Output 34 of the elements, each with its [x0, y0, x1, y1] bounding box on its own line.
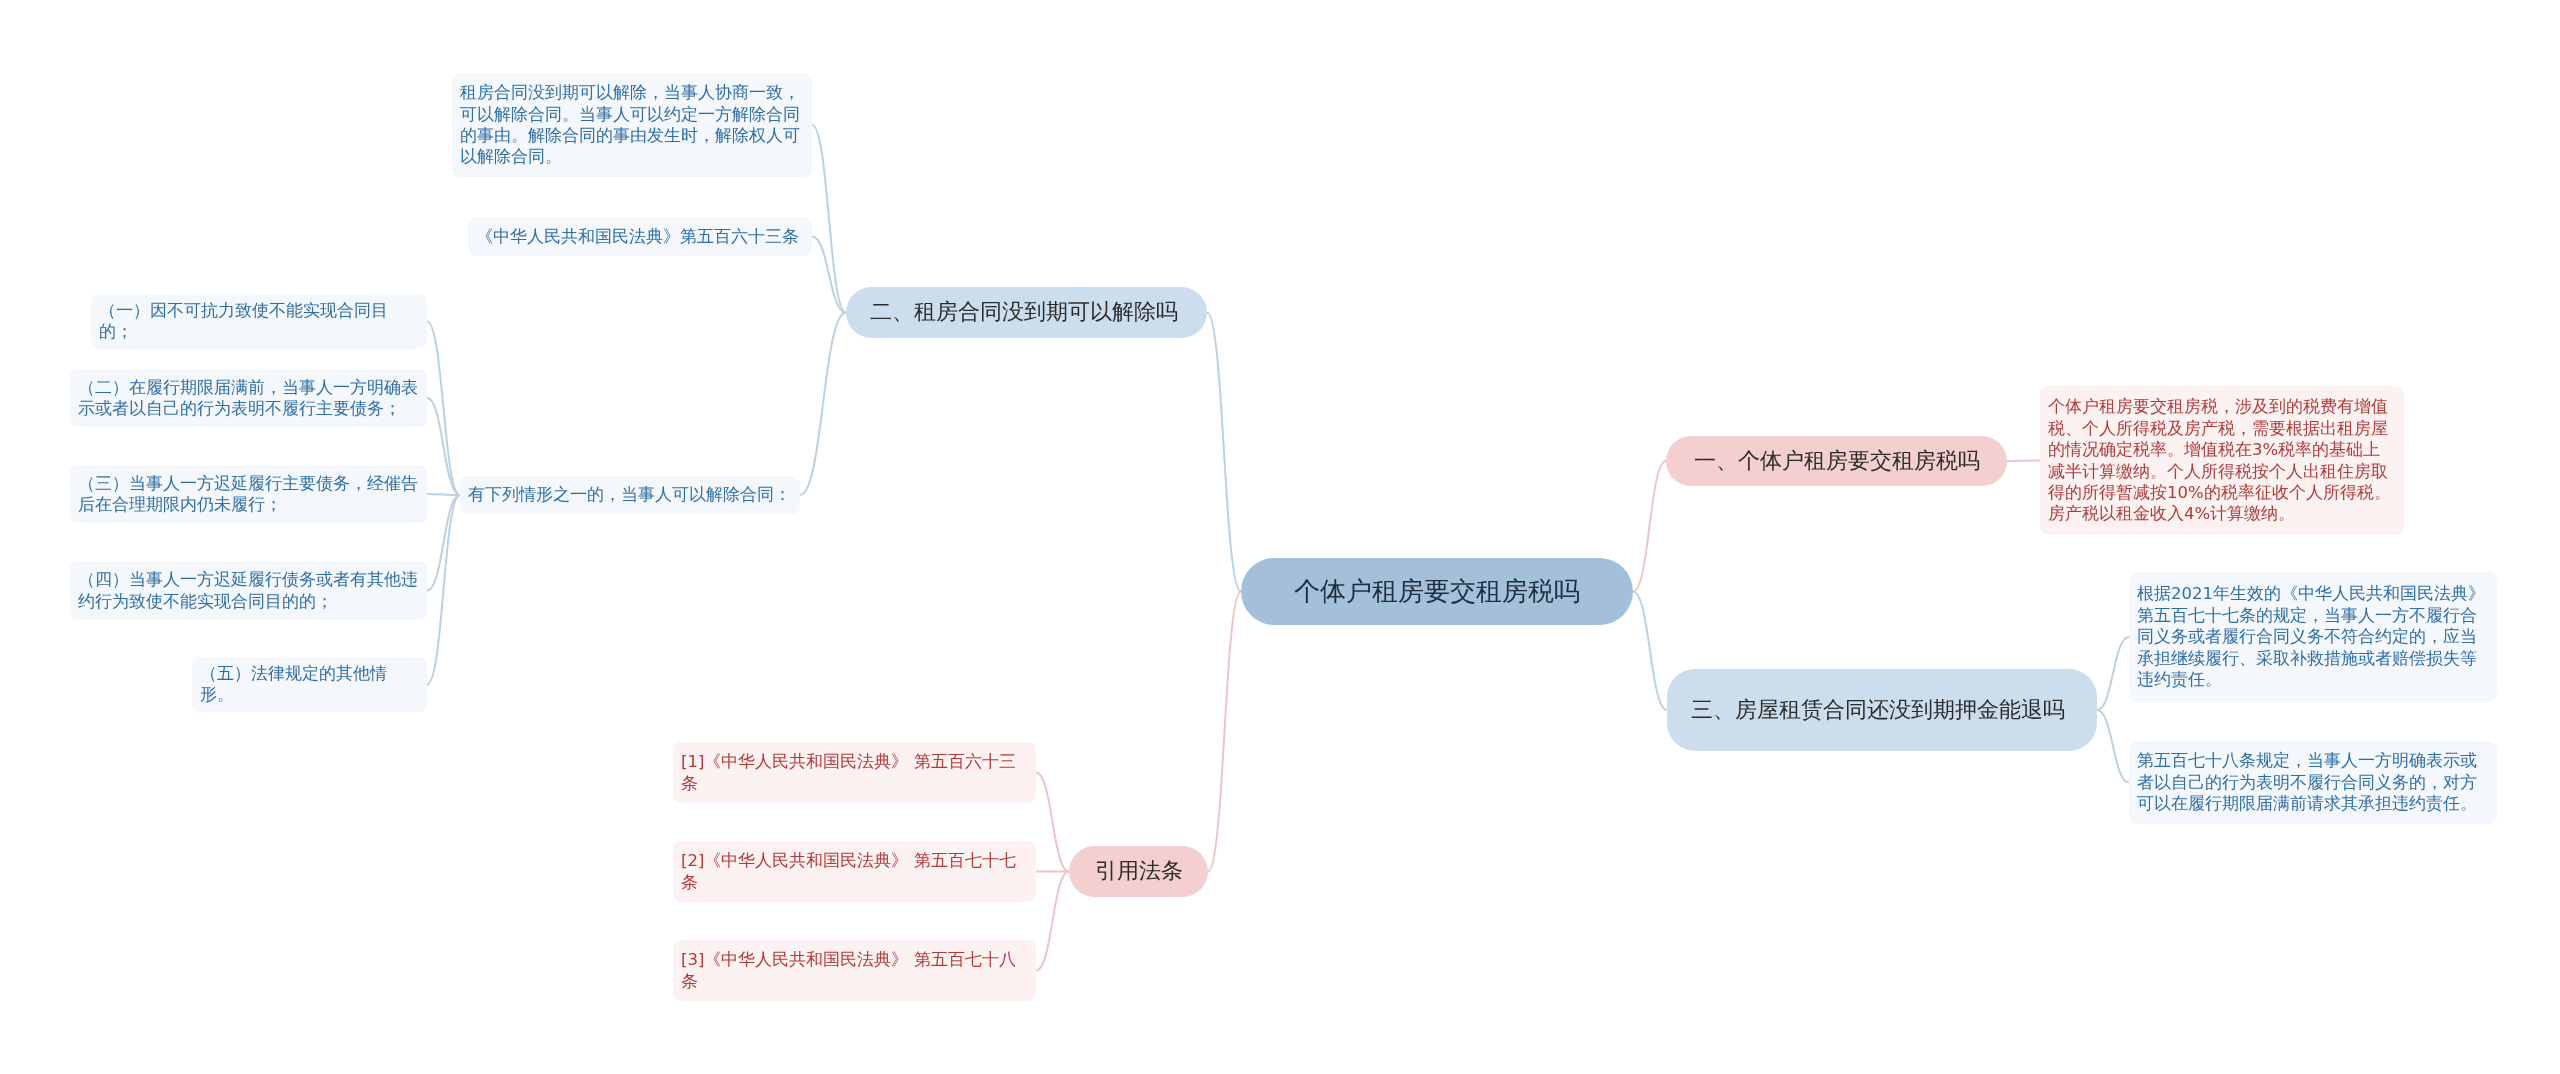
connector-line — [1206, 311, 1242, 593]
connector-line — [1035, 771, 1070, 873]
note-card: （三）当事人一方迟延履行主要债务，经催告后在合理期限内仍未履行； — [70, 465, 427, 523]
connector-line — [426, 494, 461, 686]
note-card: 第五百七十八条规定，当事人一方明确表示或者以自己的行为表明不履行合同义务的，对方可以在履行期限届满前请求其承担违约责任。 — [2129, 741, 2497, 824]
connector-line — [1632, 590, 1668, 711]
connector-line — [426, 320, 461, 496]
note-card: （二）在履行期限届满前，当事人一方明确表示或者以自己的行为表明不履行主要债务； — [70, 369, 427, 427]
note-card: （五）法律规定的其他情形。 — [192, 657, 427, 712]
note-card: [3]《中华人民共和国民法典》 第五百七十八条 — [673, 940, 1036, 1001]
connector-line — [2096, 709, 2130, 784]
note-card: 《中华人民共和国民法典》第五百六十三条 — [468, 217, 812, 256]
branch-topic: 二、租房合同没到期可以解除吗 — [846, 287, 1207, 338]
note-card: （四）当事人一方迟延履行债务或者有其他违约行为致使不能实现合同目的的； — [70, 561, 427, 620]
branch-topic: 三、房屋租赁合同还没到期押金能退吗 — [1667, 669, 2097, 751]
connector-line — [2096, 636, 2130, 711]
connector-line — [2006, 459, 2041, 462]
note-card: [2]《中华人民共和国民法典》 第五百七十七条 — [673, 841, 1036, 902]
note-card: 根据2021年生效的《中华人民共和国民法典》第五百七十七条的规定，当事人一方不履行合同义务或者履行合同义务不符合约定的，应当承担继续履行、采取补救措施或者赔偿损失等违约责任。 — [2129, 572, 2497, 702]
connector-line — [799, 311, 847, 496]
connector-line — [426, 397, 461, 496]
note-card: 租房合同没到期可以解除，当事人协商一致，可以解除合同。当事人可以约定一方解除合同的事由。解除合同的事由发生时，解除权人可以解除合同。 — [452, 73, 812, 177]
central-topic: 个体户租房要交租房税吗 — [1241, 558, 1633, 625]
connector-line — [1035, 870, 1070, 972]
branch-topic: 引用法条 — [1069, 846, 1208, 897]
connector-line — [811, 124, 847, 314]
note-card: （一）因不可抗力致使不能实现合同目的； — [91, 294, 427, 349]
note-card: 个体户租房要交租房税，涉及到的税费有增值税、个人所得税及房产税，需要根据出租房屋的情况确定税率。增值税在3%税率的基础上减半计算缴纳。个人所得税按个人出租住房取得的所得暂减按10%的税率征收个人所得税。房产税以租金收入4%计算缴纳。 — [2040, 386, 2404, 535]
note-card: [1]《中华人民共和国民法典》 第五百六十三条 — [673, 742, 1036, 803]
branch-topic: 一、个体户租房要交租房税吗 — [1666, 436, 2007, 486]
connector-line — [1207, 590, 1242, 873]
connector-line — [811, 235, 847, 314]
connector-line — [1632, 460, 1667, 593]
note-card: 有下列情形之一的，当事人可以解除合同： — [460, 476, 800, 514]
